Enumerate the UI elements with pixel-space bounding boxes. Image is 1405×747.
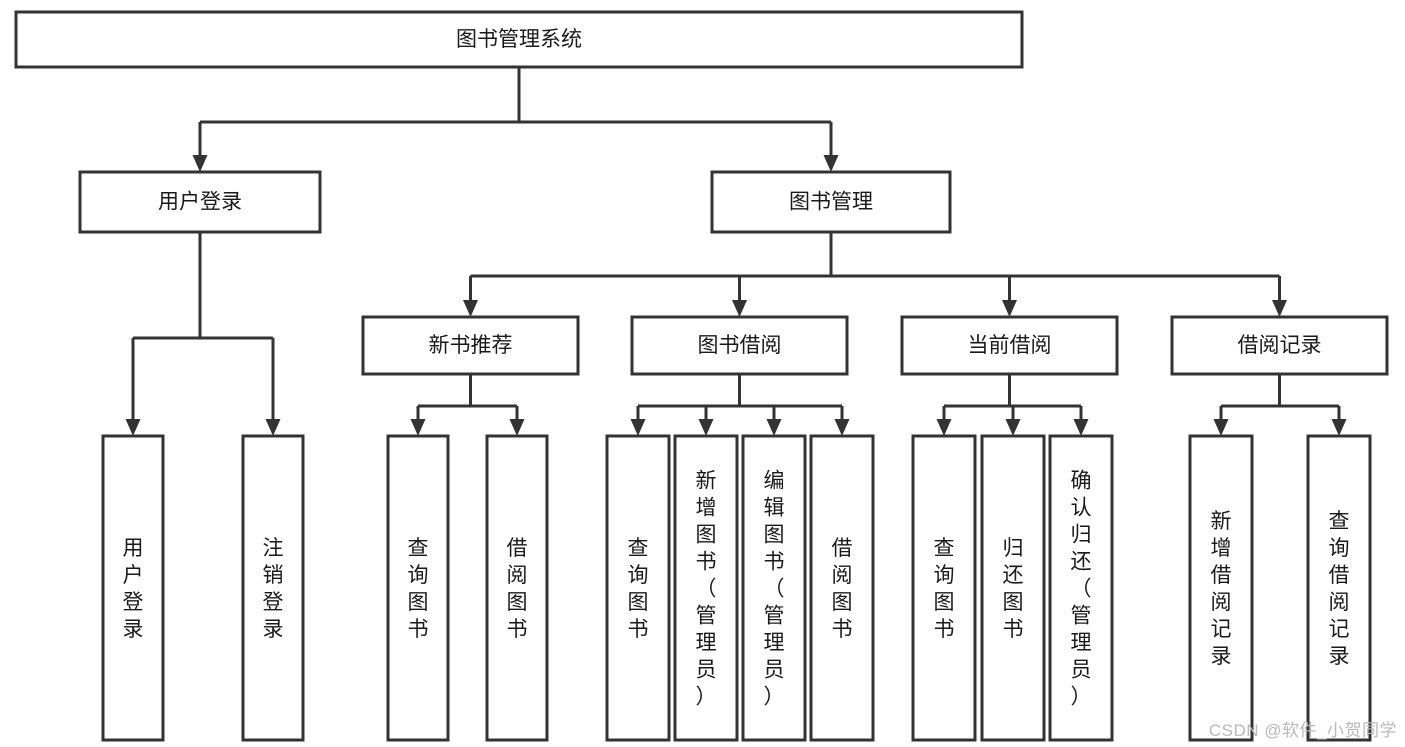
node-label-leaf-borrow-book-1: 借阅图书 bbox=[507, 537, 528, 641]
edge-group-book-borrow bbox=[630, 374, 850, 436]
node-box-root[interactable] bbox=[14, 10, 1024, 69]
node-label-leaf-add-book: 新增图书（管理员） bbox=[696, 470, 717, 709]
node-user-login[interactable]: 用户登录 bbox=[78, 170, 322, 234]
node-box-leaf-query-book-2[interactable] bbox=[605, 434, 671, 742]
node-leaf-user-login[interactable]: 用户登录 bbox=[101, 434, 165, 742]
node-label-book-manage: 图书管理 bbox=[789, 191, 873, 214]
node-box-leaf-query-book-1[interactable] bbox=[386, 434, 450, 742]
node-box-leaf-user-login[interactable] bbox=[101, 434, 165, 742]
node-label-user-login: 用户登录 bbox=[158, 191, 242, 214]
node-leaf-return-book[interactable]: 归还图书 bbox=[980, 434, 1046, 742]
node-label-leaf-query-book-2: 查询图书 bbox=[628, 537, 649, 641]
node-box-leaf-edit-book[interactable] bbox=[741, 434, 807, 742]
node-label-book-borrow: 图书借阅 bbox=[698, 334, 782, 357]
node-box-current-borrow[interactable] bbox=[900, 315, 1119, 376]
node-leaf-borrow-book-1[interactable]: 借阅图书 bbox=[485, 434, 549, 742]
node-box-leaf-logout[interactable] bbox=[241, 434, 305, 742]
arrow-head-icon bbox=[1005, 419, 1021, 436]
node-root[interactable]: 图书管理系统 bbox=[14, 10, 1024, 69]
node-label-leaf-query-book-1: 查询图书 bbox=[408, 537, 429, 641]
node-box-leaf-borrow-book-2[interactable] bbox=[809, 434, 875, 742]
arrow-head-icon bbox=[698, 419, 714, 436]
arrow-head-icon bbox=[125, 419, 141, 436]
node-leaf-edit-book[interactable]: 编辑图书（管理员） bbox=[741, 434, 807, 742]
arrow-head-icon bbox=[823, 155, 839, 172]
node-new-book-recommend[interactable]: 新书推荐 bbox=[361, 315, 580, 376]
arrow-head-icon bbox=[463, 300, 478, 317]
node-book-manage[interactable]: 图书管理 bbox=[710, 170, 952, 234]
node-box-user-login[interactable] bbox=[78, 170, 322, 234]
node-label-leaf-logout: 注销登录 bbox=[263, 537, 284, 641]
nodes-layer: 图书管理系统用户登录图书管理新书推荐图书借阅当前借阅借阅记录用户登录注销登录查询… bbox=[14, 10, 1389, 742]
node-box-leaf-confirm-return[interactable] bbox=[1048, 434, 1114, 742]
arrow-head-icon bbox=[410, 419, 426, 436]
node-label-leaf-return-book: 归还图书 bbox=[1003, 537, 1024, 641]
arrow-head-icon bbox=[834, 419, 850, 436]
edge-group-current-borrow bbox=[936, 374, 1089, 436]
edge-group-book-manage bbox=[463, 232, 1287, 317]
node-leaf-borrow-book-2[interactable]: 借阅图书 bbox=[809, 434, 875, 742]
node-borrow-record[interactable]: 借阅记录 bbox=[1170, 315, 1389, 376]
edges-layer bbox=[125, 67, 1347, 436]
node-leaf-query-book-1[interactable]: 查询图书 bbox=[386, 434, 450, 742]
node-label-leaf-edit-book: 编辑图书（管理员） bbox=[764, 470, 785, 709]
node-box-leaf-borrow-book-1[interactable] bbox=[485, 434, 549, 742]
node-box-leaf-query-book-3[interactable] bbox=[911, 434, 977, 742]
arrow-head-icon bbox=[192, 155, 208, 172]
node-box-new-book-recommend[interactable] bbox=[361, 315, 580, 376]
arrow-head-icon bbox=[509, 419, 525, 436]
node-box-book-borrow[interactable] bbox=[630, 315, 849, 376]
node-current-borrow[interactable]: 当前借阅 bbox=[900, 315, 1119, 376]
node-label-leaf-user-login: 用户登录 bbox=[123, 537, 144, 641]
edge-group-borrow-record bbox=[1213, 374, 1347, 436]
node-label-leaf-borrow-book-2: 借阅图书 bbox=[832, 537, 853, 641]
node-label-leaf-confirm-return: 确认归还（管理员） bbox=[1071, 470, 1092, 709]
edge-group-root bbox=[192, 67, 839, 172]
watermark-label: CSDN @软件_小贺同学 bbox=[1208, 721, 1397, 740]
arrow-head-icon bbox=[766, 419, 782, 436]
node-box-leaf-return-book[interactable] bbox=[980, 434, 1046, 742]
node-label-new-book-recommend: 新书推荐 bbox=[429, 334, 513, 357]
node-book-borrow[interactable]: 图书借阅 bbox=[630, 315, 849, 376]
node-label-root: 图书管理系统 bbox=[456, 28, 582, 51]
node-leaf-query-book-2[interactable]: 查询图书 bbox=[605, 434, 671, 742]
arrow-head-icon bbox=[265, 419, 281, 436]
arrow-head-icon bbox=[1331, 419, 1347, 436]
node-box-book-manage[interactable] bbox=[710, 170, 952, 234]
arrow-head-icon bbox=[732, 300, 747, 317]
edge-group-user-login bbox=[125, 232, 281, 436]
arrow-head-icon bbox=[1073, 419, 1089, 436]
node-label-leaf-query-record: 查询借阅记录 bbox=[1329, 510, 1350, 668]
edge-group-new-book-recommend bbox=[410, 374, 525, 436]
node-leaf-query-record[interactable]: 查询借阅记录 bbox=[1306, 434, 1372, 742]
arrow-head-icon bbox=[1213, 419, 1229, 436]
node-label-leaf-query-book-3: 查询图书 bbox=[934, 537, 955, 641]
node-label-leaf-add-record: 新增借阅记录 bbox=[1211, 510, 1232, 668]
node-label-current-borrow: 当前借阅 bbox=[968, 334, 1052, 357]
arrow-head-icon bbox=[936, 419, 952, 436]
node-leaf-add-record[interactable]: 新增借阅记录 bbox=[1188, 434, 1254, 742]
node-label-borrow-record: 借阅记录 bbox=[1238, 334, 1322, 357]
arrow-head-icon bbox=[630, 419, 646, 436]
node-box-borrow-record[interactable] bbox=[1170, 315, 1389, 376]
node-box-leaf-add-record[interactable] bbox=[1188, 434, 1254, 742]
arrow-head-icon bbox=[1002, 300, 1017, 317]
node-leaf-logout[interactable]: 注销登录 bbox=[241, 434, 305, 742]
arrow-head-icon bbox=[1272, 300, 1287, 317]
node-box-leaf-add-book[interactable] bbox=[673, 434, 739, 742]
node-leaf-add-book[interactable]: 新增图书（管理员） bbox=[673, 434, 739, 742]
node-leaf-query-book-3[interactable]: 查询图书 bbox=[911, 434, 977, 742]
node-leaf-confirm-return[interactable]: 确认归还（管理员） bbox=[1048, 434, 1114, 742]
node-box-leaf-query-record[interactable] bbox=[1306, 434, 1372, 742]
